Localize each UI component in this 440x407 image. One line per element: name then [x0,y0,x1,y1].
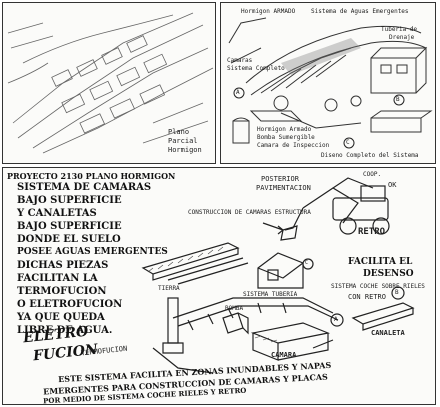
label-tierra: TIERRA [158,285,180,292]
panel-b-label-bottom4: Diseno Completo del Sistema [321,152,419,159]
panel-b-label-left1: Camaras [227,57,253,64]
panel-b-marker-c: C [346,139,350,146]
panel-a-caption-1: Plano [168,128,190,136]
panel-c-sketch: PROYECTO 2130 PLANO HORMIGON SISTEMA DE … [2,167,436,405]
project-line-10: TERMOFUCION [17,286,107,297]
panel-b-label-top1: Hormigon ARMADO [241,8,296,15]
project-line-5: BAJO SUPERFICIE [17,221,122,232]
project-line-7: POSEE AGUAS EMERGENTES [17,247,168,257]
panel-b-label-right2: Drenaje [389,34,415,41]
panel-a-drawing [7,12,214,154]
project-line-6: DONDE EL SUELO [17,234,121,245]
panel-b-label-right1: Tuberia de [381,26,418,33]
panel-b-label-bottom3: Camara de Inspeccion [257,142,330,149]
label-sistema-coche: SISTEMA COCHE SOBRE RIELES [331,283,425,290]
label-bomba: BOMBA [225,305,244,312]
project-line-13: LIBRE DE AGUA. [17,325,113,336]
panel-b-label-bottom1: Hormigon Armado [257,126,312,133]
panel-b-marker-b: B [396,96,400,103]
label-construccion: CONSTRUCCION DE CAMARAS ESTRUCTURA [188,209,311,216]
panel-c-marker-b: B [395,289,399,296]
panel-a-caption-3: Hormigon [168,146,202,154]
label-desenso: DESENSO [363,269,414,279]
label-facilita: FACILITA EL [348,257,413,267]
panel-c-marker-a: A [334,316,338,323]
project-line-4: Y CANALETAS [17,208,97,219]
panel-b-label-bottom2: Bomba Sumergible [257,134,315,141]
panel-c-drawing [141,177,415,374]
project-line-1: PROYECTO 2130 PLANO HORMIGON [7,171,176,181]
panel-a-sketch: Plano Parcial Hormigon [2,2,216,164]
project-line-3: BAJO SUPERFICIE [17,195,122,206]
panel-b-label-top2: Sistema de Aguas Emergentes [311,8,409,15]
panel-b-marker-a: A [236,89,240,96]
label-retro: RETRO [358,227,386,237]
project-line-9: FACILITAN LA [17,273,98,284]
label-con-retro: CON RETRO [348,293,386,301]
label-coop: COOP. [363,171,382,178]
project-line-2: SISTEMA DE CAMARAS [17,182,152,193]
panel-b-drawing [228,17,433,149]
label-ok: OK [388,181,397,189]
label-canaleta: CANALETA [371,329,405,337]
panel-a-caption-2: Parcial [168,137,198,145]
label-posterior: POSTERIOR [261,175,299,183]
panel-b-label-left2: Sistema Completo [227,65,285,72]
panel-b-diagram: A B C Hormigon ARMADO Sistema de Aguas E… [220,2,436,164]
panel-c-marker-c: C [305,260,309,266]
project-line-8: DICHAS PIEZAS [17,260,109,271]
project-line-11: O ELETROFUCION [17,299,123,310]
project-line-12: YA QUE QUEDA [17,312,105,323]
label-sistema-tuberia: SISTEMA TUBERIA [243,291,298,298]
label-camara: CAMARA [271,351,297,359]
label-pavimentacion: PAVIMENTACION [256,184,311,192]
